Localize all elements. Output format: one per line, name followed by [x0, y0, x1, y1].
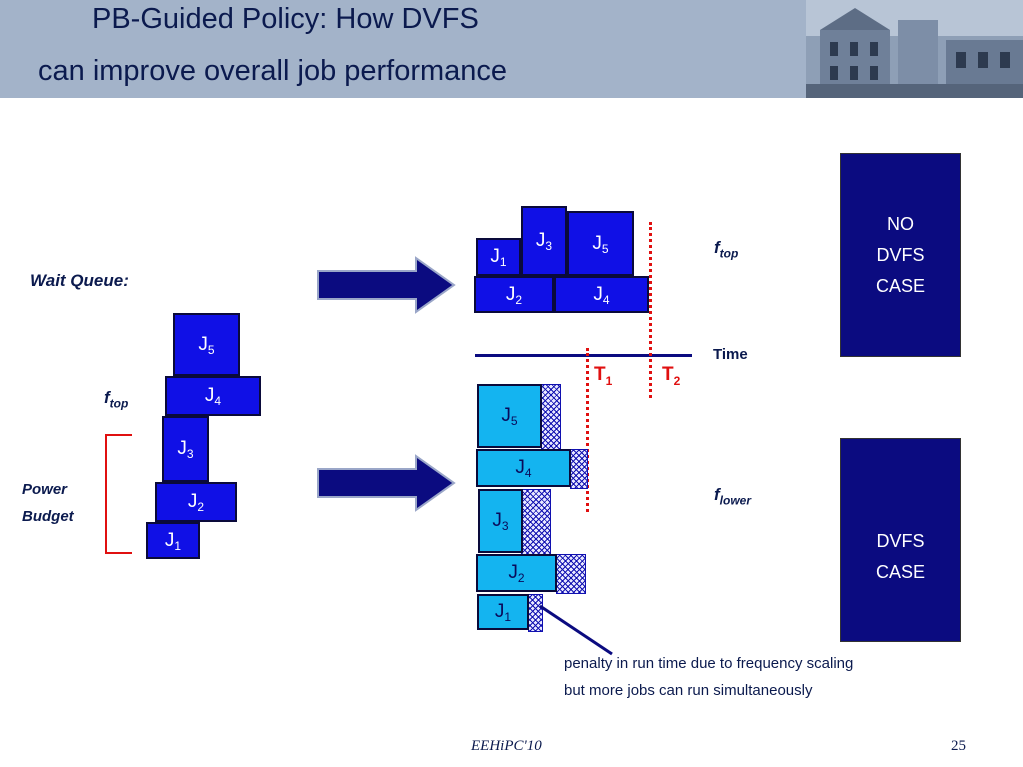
footer-conference: EEHiPC'10	[471, 738, 542, 754]
t1-marker-line	[586, 348, 589, 512]
power-budget-bracket	[105, 434, 132, 554]
header-photo	[806, 0, 1023, 98]
t2-marker-line	[649, 222, 652, 398]
wait-queue-label: Wait Queue:	[30, 271, 129, 290]
title-line-2: can improve overall job performance	[38, 55, 508, 87]
time-axis-label: Time	[713, 346, 748, 363]
t1-label: T1	[594, 364, 613, 388]
time-axis	[475, 354, 692, 357]
no-dvfs-case-line-2: DVFS	[876, 245, 925, 265]
dvfs-case-box: DVFS CASE	[840, 438, 961, 642]
bottom-freq-label: flower	[714, 485, 752, 508]
penalty-callout-line	[539, 604, 613, 656]
no-dvfs-case-line-1: NO	[887, 214, 914, 234]
t2-label: T2	[662, 364, 681, 388]
penalty-job-1	[528, 594, 543, 632]
penalty-job-3	[521, 489, 551, 555]
penalty-note-line-2: but more jobs can run simultaneously	[564, 682, 813, 699]
penalty-note-line-1: penalty in run time due to frequency sca…	[564, 655, 854, 672]
page-number: 25	[951, 738, 966, 754]
penalty-job-5	[541, 384, 561, 450]
arrow-to-bottom-icon	[317, 454, 456, 512]
no-dvfs-case-box: NO DVFS CASE	[840, 153, 961, 357]
power-budget-label-2: Budget	[22, 508, 74, 525]
dvfs-case-line-2: CASE	[875, 562, 926, 582]
top-freq-label: ftop	[714, 238, 739, 261]
penalty-job-2	[556, 554, 586, 594]
arrow-to-top-icon	[317, 256, 456, 314]
title-line-1: PB-Guided Policy: How DVFS	[92, 3, 479, 35]
queue-freq-label: ftop	[104, 388, 129, 411]
power-budget-label-1: Power	[22, 481, 68, 498]
no-dvfs-case-line-3: CASE	[875, 276, 926, 296]
penalty-job-4	[570, 449, 588, 489]
dvfs-case-line-1: DVFS	[876, 531, 925, 551]
